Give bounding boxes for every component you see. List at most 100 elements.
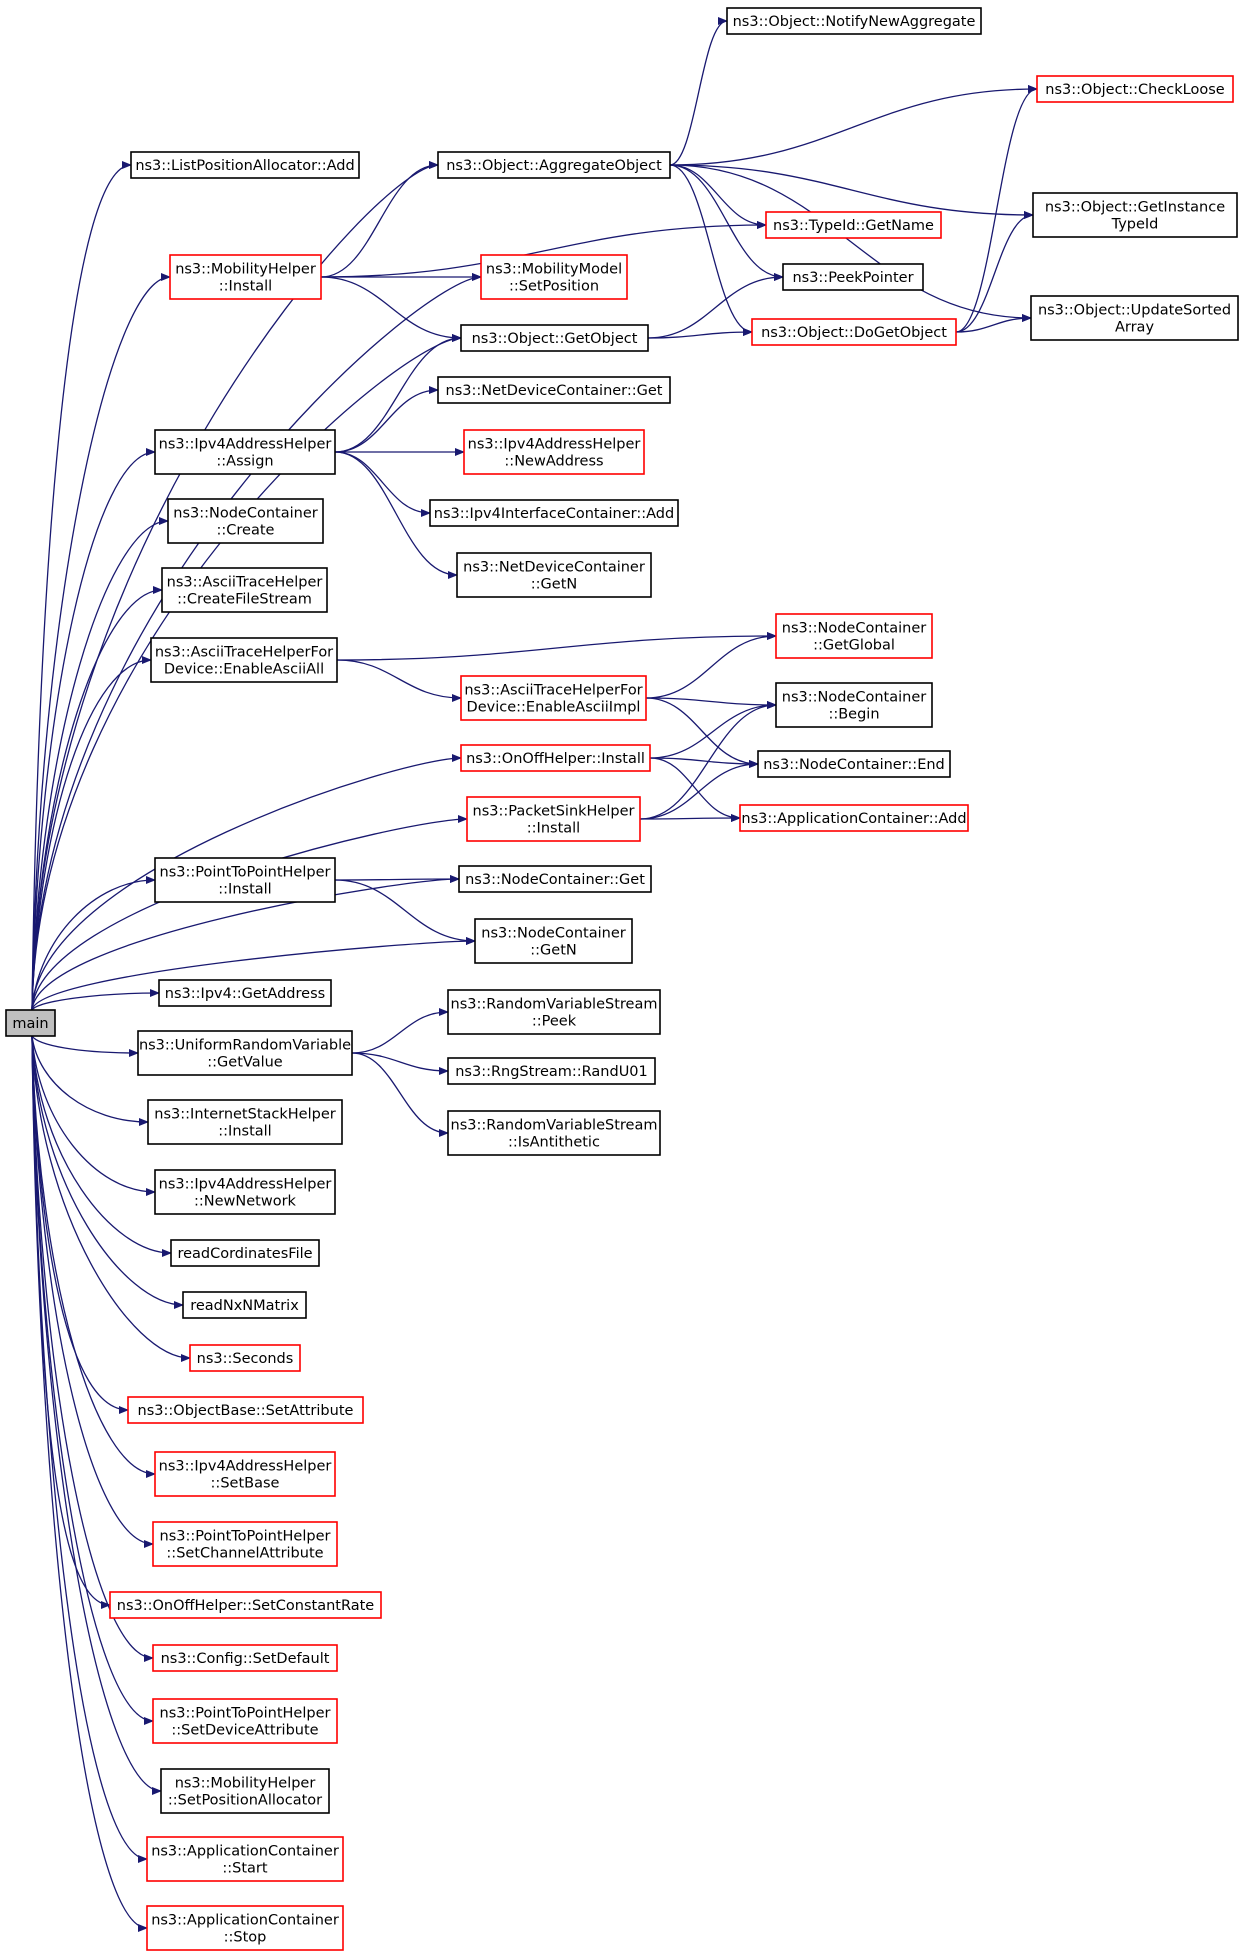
edge bbox=[320, 221, 767, 278]
function-node-p2p-setdev[interactable]: ns3::PointToPointHelper::SetDeviceAttrib… bbox=[152, 1698, 338, 1744]
call-edge-obj-agg-to-obj-checkloose bbox=[669, 85, 1038, 166]
call-edge-main-to-nc-get bbox=[31, 875, 460, 1011]
function-node-p2p-setchan[interactable]: ns3::PointToPointHelper::SetChannelAttri… bbox=[152, 1521, 338, 1567]
edge bbox=[320, 276, 462, 342]
edge bbox=[31, 1035, 156, 1196]
call-edge-athd-eai-to-nc-begin bbox=[645, 697, 777, 709]
function-node-rvs-isanti[interactable]: ns3::RandomVariableStream::IsAntithetic bbox=[447, 1110, 661, 1156]
function-node-mh-setpos[interactable]: ns3::MobilityHelper::SetPositionAllocato… bbox=[160, 1768, 330, 1814]
edge bbox=[334, 451, 458, 579]
function-node-p2p-install[interactable]: ns3::PointToPointHelper::Install bbox=[154, 857, 336, 903]
function-node-read-coord[interactable]: readCordinatesFile bbox=[170, 1239, 320, 1267]
edge bbox=[351, 1052, 449, 1137]
function-node-read-nxn[interactable]: readNxNMatrix bbox=[182, 1291, 307, 1319]
function-node-nc-begin[interactable]: ns3::NodeContainer::Begin bbox=[775, 682, 933, 728]
function-node-ndc-get[interactable]: ns3::NetDeviceContainer::Get bbox=[437, 376, 671, 404]
function-node-nc-get[interactable]: ns3::NodeContainer::Get bbox=[458, 865, 652, 893]
edge bbox=[31, 1035, 191, 1362]
edge bbox=[669, 85, 1038, 166]
function-node-obj-checkloose[interactable]: ns3::Object::CheckLoose bbox=[1036, 75, 1234, 103]
function-node-ip4ah-assign[interactable]: ns3::Ipv4AddressHelper::Assign bbox=[154, 429, 336, 475]
node-label: ns3::AsciiTraceHelperFor bbox=[155, 645, 333, 661]
function-node-rng-randu01[interactable]: ns3::RngStream::RandU01 bbox=[447, 1057, 656, 1085]
node-label: Array bbox=[1115, 320, 1154, 336]
function-node-ac-start[interactable]: ns3::ApplicationContainer::Start bbox=[146, 1836, 344, 1882]
function-node-peekpointer[interactable]: ns3::PeekPointer bbox=[782, 263, 924, 291]
function-node-obj-dogetobj[interactable]: ns3::Object::DoGetObject bbox=[751, 318, 957, 346]
function-node-psh-install[interactable]: ns3::PacketSinkHelper::Install bbox=[466, 796, 641, 842]
node-label: Device::EnableAsciiAll bbox=[164, 662, 324, 678]
node-label: ns3::NetDeviceContainer::Get bbox=[446, 383, 663, 399]
function-node-rvs-peek[interactable]: ns3::RandomVariableStream::Peek bbox=[447, 989, 661, 1035]
function-node-ish-install[interactable]: ns3::InternetStackHelper::Install bbox=[147, 1099, 343, 1145]
node-label: TypeId bbox=[1111, 217, 1159, 233]
node-label: readNxNMatrix bbox=[190, 1298, 299, 1314]
call-edge-ip4ah-assign-to-obj-getobj bbox=[334, 334, 462, 453]
call-edge-main-to-nc-create bbox=[31, 517, 169, 1011]
function-node-lpa-add[interactable]: ns3::ListPositionAllocator::Add bbox=[130, 151, 360, 179]
function-node-ip4ic-add[interactable]: ns3::Ipv4InterfaceContainer::Add bbox=[429, 499, 679, 527]
function-node-ndc-getn[interactable]: ns3::NetDeviceContainer::GetN bbox=[456, 552, 652, 598]
function-node-urv-getvalue[interactable]: ns3::UniformRandomVariable::GetValue bbox=[137, 1030, 353, 1076]
function-node-ip4ah-newaddr[interactable]: ns3::Ipv4AddressHelper::NewAddress bbox=[463, 429, 645, 475]
call-edge-main-to-ob-setattr bbox=[31, 1035, 129, 1414]
node-label: ns3::Ipv4InterfaceContainer::Add bbox=[434, 506, 674, 522]
function-node-obj-notify[interactable]: ns3::Object::NotifyNewAggregate bbox=[726, 7, 982, 35]
node-label: ns3::ApplicationContainer bbox=[151, 1844, 339, 1860]
function-node-seconds[interactable]: ns3::Seconds bbox=[189, 1344, 301, 1372]
call-edge-main-to-mh-install bbox=[31, 273, 171, 1011]
function-node-ooh-setrate[interactable]: ns3::OnOffHelper::SetConstantRate bbox=[109, 1591, 382, 1619]
edge bbox=[334, 386, 439, 453]
function-node-athd-eai[interactable]: ns3::AsciiTraceHelperForDevice::EnableAs… bbox=[460, 675, 647, 721]
node-label: ns3::PeekPointer bbox=[792, 270, 913, 286]
function-node-obj-getobj[interactable]: ns3::Object::GetObject bbox=[460, 324, 649, 352]
node-label: Device::EnableAsciiImpl bbox=[467, 700, 641, 716]
function-node-ob-setattr[interactable]: ns3::ObjectBase::SetAttribute bbox=[127, 1396, 364, 1424]
call-edge-main-to-cfg-setdef bbox=[31, 1035, 154, 1662]
call-edge-p2p-install-to-nc-get bbox=[334, 875, 460, 884]
function-node-ac-stop[interactable]: ns3::ApplicationContainer::Stop bbox=[146, 1905, 344, 1951]
edge bbox=[31, 1035, 154, 1662]
edge bbox=[955, 85, 1038, 333]
function-node-nc-getn[interactable]: ns3::NodeContainer::GetN bbox=[474, 918, 633, 964]
function-node-cfg-setdef[interactable]: ns3::Config::SetDefault bbox=[152, 1644, 338, 1672]
function-node-obj-agg[interactable]: ns3::Object::AggregateObject bbox=[437, 151, 671, 179]
function-node-ip4ah-setbase[interactable]: ns3::Ipv4AddressHelper::SetBase bbox=[154, 1451, 336, 1497]
function-node-ip4-getaddr[interactable]: ns3::Ipv4::GetAddress bbox=[158, 979, 332, 1007]
function-node-ip4ah-newnet[interactable]: ns3::Ipv4AddressHelper::NewNetwork bbox=[154, 1169, 336, 1215]
edge bbox=[334, 879, 476, 945]
call-edge-main-to-ip4ah-newnet bbox=[31, 1035, 156, 1196]
function-node-ac-add[interactable]: ns3::ApplicationContainer::Add bbox=[739, 804, 969, 832]
edge bbox=[649, 701, 777, 759]
node-label: ::Install bbox=[218, 1124, 271, 1140]
node-label: ::Peek bbox=[532, 1014, 577, 1030]
edge bbox=[669, 164, 784, 281]
edge bbox=[645, 632, 777, 699]
edge bbox=[336, 659, 462, 702]
node-label: ::SetBase bbox=[211, 1476, 280, 1492]
function-node-athd-eaa[interactable]: ns3::AsciiTraceHelperForDevice::EnableAs… bbox=[150, 637, 338, 683]
edge bbox=[320, 161, 439, 278]
function-node-mh-install[interactable]: ns3::MobilityHelper::Install bbox=[169, 254, 322, 300]
call-edge-ooh-install-to-nc-begin bbox=[649, 701, 777, 759]
node-label: ns3::ListPositionAllocator::Add bbox=[135, 158, 354, 174]
function-node-ath-cfs[interactable]: ns3::AsciiTraceHelper::CreateFileStream bbox=[161, 567, 328, 613]
node-label: ns3::NodeContainer::End bbox=[763, 757, 945, 773]
node-label: ns3::PointToPointHelper bbox=[160, 1529, 331, 1545]
function-node-ooh-install[interactable]: ns3::OnOffHelper::Install bbox=[460, 744, 651, 772]
edge bbox=[31, 1035, 184, 1309]
function-nodes: mainns3::ListPositionAllocator::Addns3::… bbox=[5, 7, 1239, 1951]
function-node-nc-create[interactable]: ns3::NodeContainer::Create bbox=[167, 498, 324, 544]
node-label: ns3::Object::AggregateObject bbox=[446, 158, 662, 174]
function-node-mm-setpos[interactable]: ns3::MobilityModel::SetPosition bbox=[480, 254, 628, 300]
function-node-nc-getglobal[interactable]: ns3::NodeContainer::GetGlobal bbox=[775, 613, 933, 659]
edge bbox=[31, 1035, 156, 1478]
edge bbox=[31, 1035, 154, 1548]
function-node-typeid-getname[interactable]: ns3::TypeId::GetName bbox=[765, 211, 942, 239]
edge bbox=[645, 697, 777, 709]
call-edge-p2p-install-to-nc-getn bbox=[334, 879, 476, 945]
node-label: ns3::ApplicationContainer bbox=[151, 1913, 339, 1929]
function-node-nc-end[interactable]: ns3::NodeContainer::End bbox=[757, 750, 951, 778]
